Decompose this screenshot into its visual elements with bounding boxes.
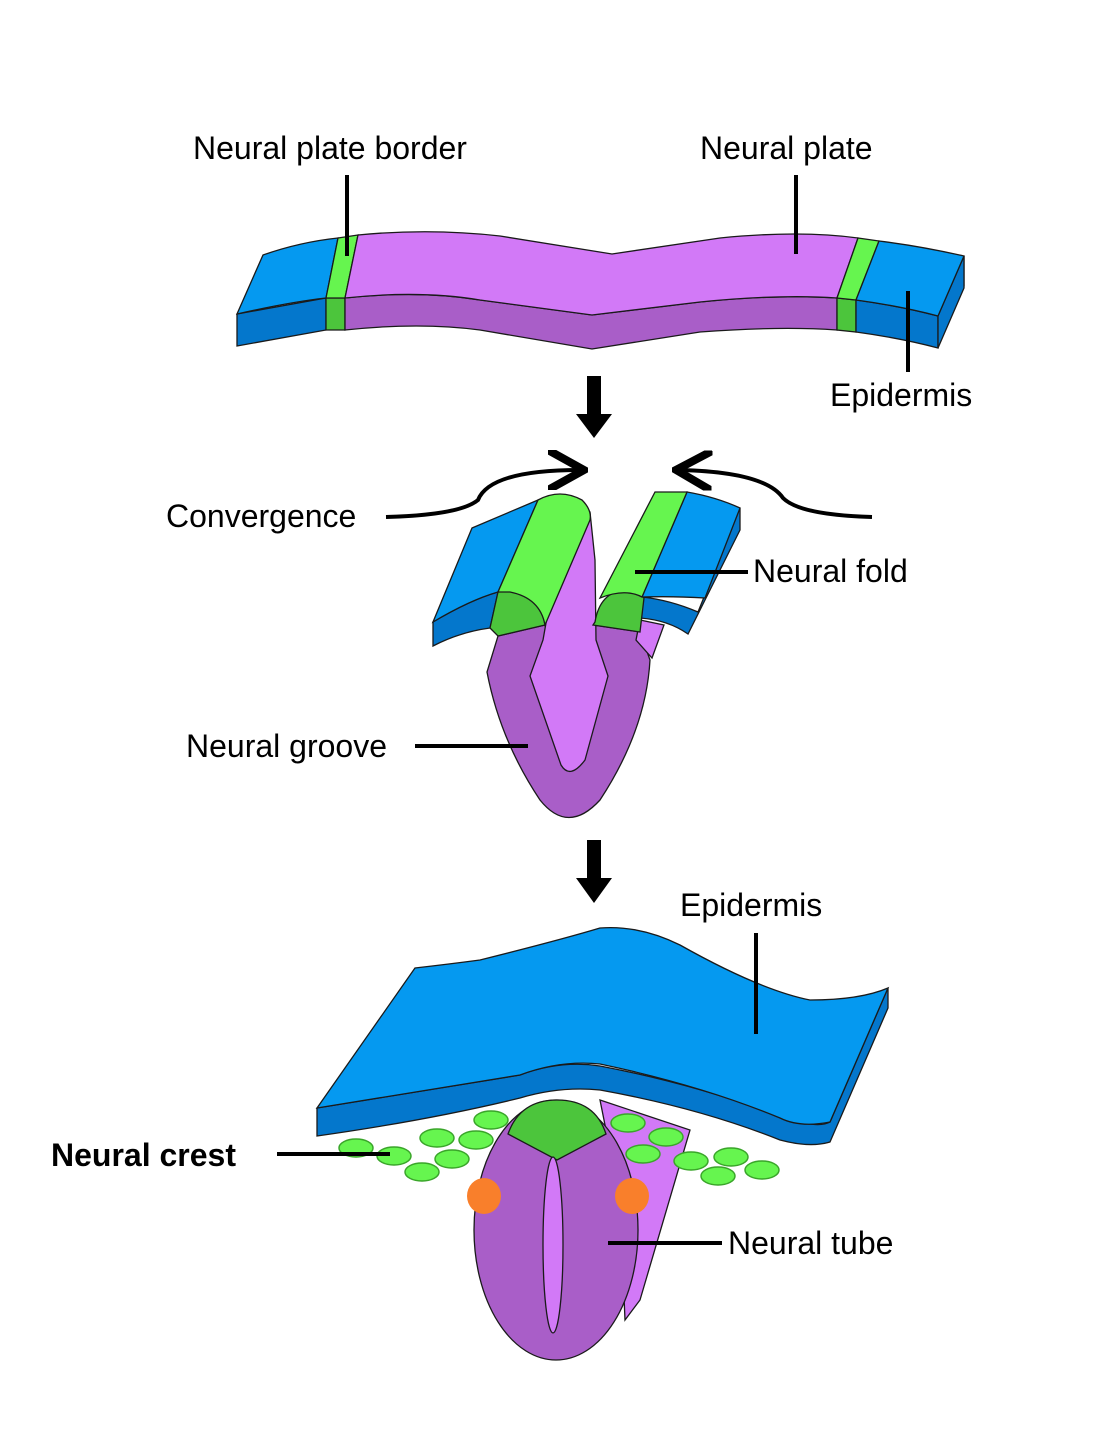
crest-cell [610,1113,646,1133]
crest-cell [673,1151,709,1171]
epidermis-fold-right-side [639,507,741,635]
neural-tube-lumen [542,1156,564,1334]
neural-plate-stage: Neural plate border Neural plate Epiderm… [193,130,972,413]
epidermis-label-1: Epidermis [830,377,972,413]
neural-fold-left-top [497,493,591,628]
crest-cell [473,1110,509,1130]
marker-right [615,1178,649,1214]
neural-tube-label: Neural tube [728,1225,893,1261]
epidermis-sheet-top [315,926,890,1125]
crest-cell [458,1130,494,1150]
neural-tube-roof-plate [507,1099,607,1161]
neural-plate-label: Neural plate [700,130,873,166]
neural-tube-stage: Epidermis Neural crest Neural tube [51,887,893,1361]
convergence-arrow-right [680,470,873,519]
crest-cell [404,1162,440,1182]
border-left-side [325,297,346,331]
crest-cell [434,1149,470,1169]
epidermis-right-top [855,240,965,317]
neural-groove-label: Neural groove [186,728,387,764]
neural-fold-right-top [598,491,688,600]
crest-cell [700,1166,736,1186]
crest-cell [625,1144,661,1164]
crest-cell [713,1147,749,1167]
epidermis-label-2: Epidermis [680,887,822,923]
neural-plate-border-label: Neural plate border [193,130,467,166]
down-arrow-icon-2 [576,840,612,903]
down-arrow-icon [576,376,612,438]
crest-cell [419,1128,455,1148]
border-right-side [836,297,857,333]
neural-groove-stage: Convergence Neural fold Neural groove [166,470,908,819]
crest-cell [648,1127,684,1147]
marker-left [467,1178,501,1214]
neural-plate-fold-inner-right [635,619,665,660]
convergence-label: Convergence [166,498,356,534]
crest-cell [744,1160,780,1180]
neural-crest-label: Neural crest [51,1137,236,1173]
neural-fold-label: Neural fold [753,553,908,589]
convergence-arrow-left [385,470,580,519]
